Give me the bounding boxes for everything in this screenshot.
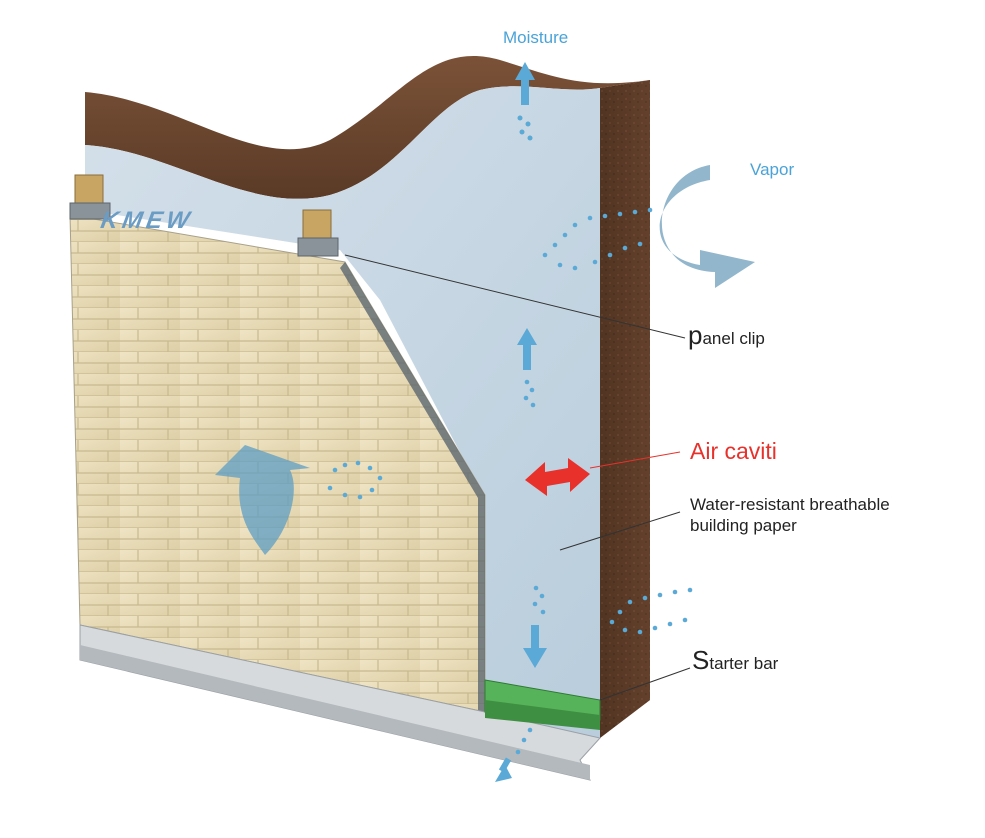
starter-bar-shape: [484, 679, 601, 730]
air-cavity-label: Air caviti: [690, 438, 777, 464]
panel-airflow-arrow: [215, 445, 383, 555]
starter-bar-initial: S: [692, 645, 710, 675]
vapor-dots-lower: [609, 587, 693, 635]
starter-bar-rest: tarter bar: [709, 654, 779, 673]
leader-air-cavity: [589, 451, 681, 469]
airflow-down-arrow: [523, 585, 547, 668]
moisture-arrow: [515, 62, 535, 141]
panel-clip-left: [69, 174, 111, 220]
building-paper-line2: building paper: [690, 516, 797, 535]
panel-clip-initial: p: [688, 320, 703, 350]
starter-bar-label: Starter bar: [692, 647, 779, 674]
panel-clip-right: [297, 209, 339, 257]
panel-clip-rest: anel clip: [702, 329, 765, 348]
leader-starter-bar: [599, 667, 691, 701]
building-paper-label: Water-resistant breathable building pape…: [690, 494, 890, 536]
brand-logo: KMEW: [99, 207, 196, 234]
drainage-arrow: [495, 727, 533, 782]
brick-top-edge: [85, 56, 650, 199]
leader-building-paper: [559, 511, 681, 551]
air-cavity-arrow: [525, 458, 590, 496]
leader-panel-clip: [344, 254, 686, 339]
airflow-up-arrow: [517, 328, 537, 408]
vapor-label: Vapor: [750, 160, 795, 179]
vapor-arrow: [542, 165, 755, 288]
panel-clip-label: panel clip: [688, 322, 765, 349]
moisture-label: Moisture: [503, 28, 569, 47]
building-paper-line1: Water-resistant breathable: [690, 495, 890, 514]
building-paper: [85, 86, 600, 738]
